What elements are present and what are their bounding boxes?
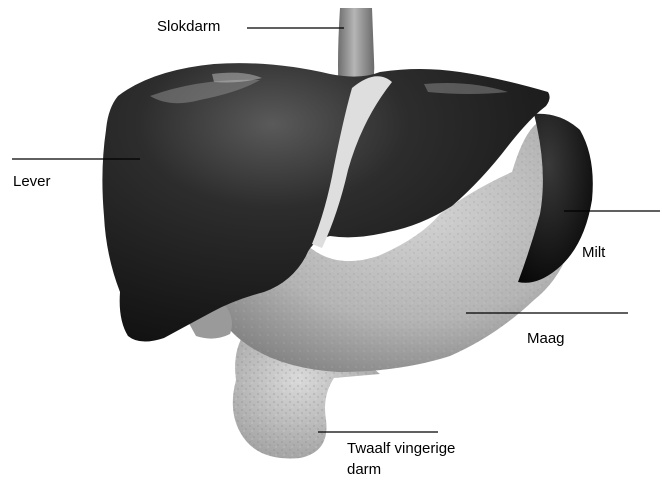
label-milt: Milt (582, 242, 605, 263)
label-twaalfvingerige-darm: Twaalf vingerige darm (347, 438, 455, 480)
label-twaalfvingerige-darm-line2: darm (347, 459, 455, 480)
label-lever: Lever (13, 171, 51, 192)
label-twaalfvingerige-darm-line1: Twaalf vingerige (347, 438, 455, 459)
label-maag: Maag (527, 328, 565, 349)
label-slokdarm: Slokdarm (157, 16, 220, 37)
